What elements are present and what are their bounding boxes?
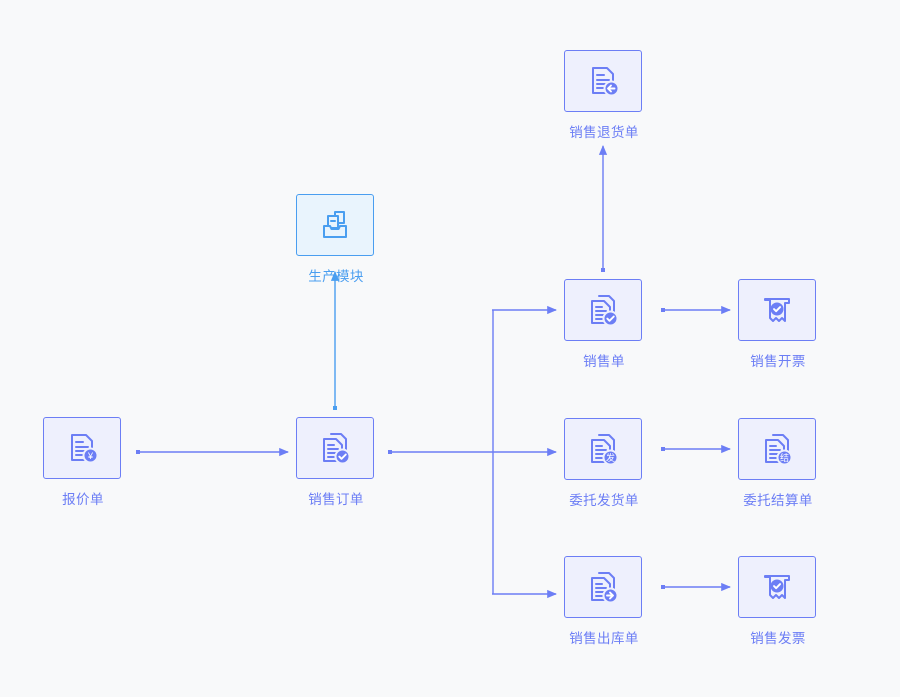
node-label-production-module: 生产模块: [308, 269, 364, 284]
node-quotation[interactable]: ¥: [43, 417, 121, 479]
document-yuan-icon: ¥: [64, 430, 100, 466]
documents-fa-icon: 发: [585, 431, 621, 467]
node-label-sales-invoicing: 销售开票: [750, 354, 806, 369]
documents-check-icon: [585, 292, 621, 328]
edge-sales-bill-to-invoicing: [661, 305, 731, 315]
edge-consign-delivery-to-settlement: [661, 444, 731, 454]
node-consign-settlement[interactable]: 结: [738, 418, 816, 480]
node-sales-outbound[interactable]: [564, 556, 642, 618]
edge-sales-bill-to-return: [598, 145, 608, 272]
receipt-check-icon: [759, 569, 795, 605]
node-label-consign-delivery: 委托发货单: [569, 493, 639, 508]
svg-text:结: 结: [780, 452, 789, 464]
document-arrow-left-icon: [585, 63, 621, 99]
inbox-document-icon: [317, 207, 353, 243]
node-label-sales-return: 销售退货单: [569, 125, 639, 140]
edge-sales-outbound-to-receipt: [661, 582, 731, 592]
node-sales-return[interactable]: [564, 50, 642, 112]
node-sales-order[interactable]: [296, 417, 374, 479]
node-production-module[interactable]: [296, 194, 374, 256]
edge-quotation-to-sales-order: [136, 447, 289, 457]
edge-sales-order-to-branch: [388, 305, 557, 599]
edge-sales-order-to-production: [330, 271, 340, 410]
node-label-sales-order: 销售订单: [308, 492, 364, 507]
node-sales-receipt[interactable]: [738, 556, 816, 618]
documents-jie-icon: 结: [759, 431, 795, 467]
svg-text:¥: ¥: [87, 451, 94, 461]
documents-check-icon: [317, 430, 353, 466]
documents-arrow-right-icon: [585, 569, 621, 605]
node-sales-bill[interactable]: [564, 279, 642, 341]
svg-text:发: 发: [606, 452, 615, 464]
receipt-check-icon: [759, 292, 795, 328]
node-label-sales-bill: 销售单: [583, 354, 625, 369]
node-label-sales-receipt: 销售发票: [750, 631, 806, 646]
node-consign-delivery[interactable]: 发: [564, 418, 642, 480]
node-sales-invoicing[interactable]: [738, 279, 816, 341]
node-label-quotation: 报价单: [62, 492, 104, 507]
node-label-consign-settlement: 委托结算单: [743, 493, 813, 508]
node-label-sales-outbound: 销售出库单: [569, 631, 639, 646]
